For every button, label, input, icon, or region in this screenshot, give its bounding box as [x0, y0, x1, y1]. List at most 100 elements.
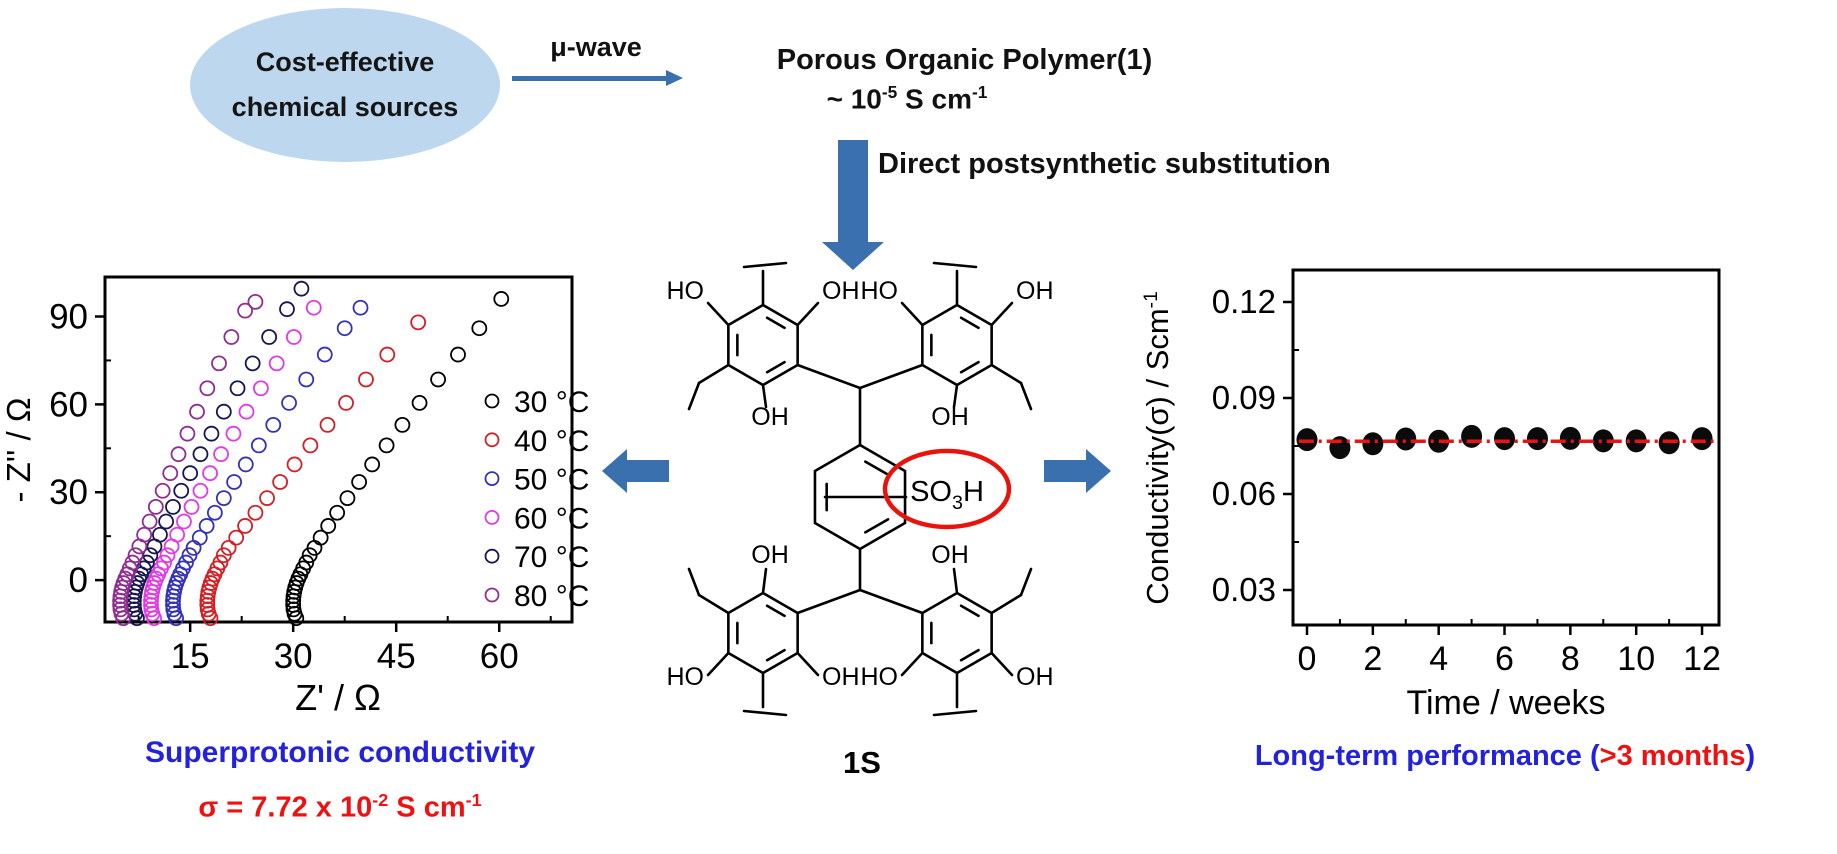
data-point	[165, 498, 181, 515]
data-point	[1428, 429, 1450, 453]
data-point	[450, 346, 466, 363]
microwave-label: μ-wave	[550, 32, 642, 62]
data-point	[127, 547, 144, 564]
data-point	[1395, 427, 1417, 451]
data-point	[159, 547, 176, 564]
data-point	[1494, 427, 1516, 451]
data-point	[158, 513, 175, 530]
data-point	[189, 403, 205, 420]
legend-label: 80 °C	[514, 580, 589, 613]
data-point	[212, 554, 229, 571]
data-point	[1362, 432, 1384, 456]
data-point	[286, 456, 303, 473]
plot-frame	[1291, 268, 1721, 627]
data-point	[183, 498, 200, 515]
polymer-conductivity: ~ 10-5 S cm-1	[826, 82, 988, 115]
data-point	[471, 320, 488, 337]
sulfonic-acid-label: SO3H	[910, 476, 984, 514]
hydroxyl-label: HO	[667, 277, 705, 305]
x-axis-label: Z' / Ω	[295, 677, 381, 718]
hydroxyl-label: OH	[751, 403, 789, 431]
data-point	[281, 395, 297, 411]
data-point	[182, 465, 199, 482]
y-tick-label: 0.03	[1212, 571, 1276, 608]
data-point	[176, 513, 192, 530]
data-point	[1461, 424, 1483, 448]
data-point	[329, 504, 346, 521]
data-point	[223, 329, 240, 345]
y-tick-label: 30	[49, 473, 88, 512]
down-arrow	[838, 140, 868, 242]
x-tick-label: 12	[1683, 640, 1721, 678]
y-tick-label: 90	[49, 298, 88, 337]
data-point	[147, 498, 164, 515]
x-tick-label: 2	[1363, 640, 1382, 678]
longterm-caption-close: )	[1745, 740, 1756, 772]
y-tick-label: 0.09	[1212, 379, 1276, 416]
x-tick-label: 30	[274, 637, 313, 676]
data-point	[173, 482, 190, 499]
y-tick-label: 0	[69, 561, 88, 600]
data-point	[364, 456, 381, 473]
left-arrow	[627, 460, 669, 482]
plot-frame	[103, 275, 574, 624]
data-point	[394, 416, 411, 433]
data-point	[336, 320, 353, 337]
data-point	[192, 446, 209, 463]
x-tick-label: 10	[1617, 640, 1655, 678]
data-point	[247, 504, 264, 521]
legend-marker-icon	[484, 393, 500, 409]
data-point	[154, 482, 171, 499]
x-tick-label: 45	[377, 637, 416, 676]
hydroxyl-label: OH	[822, 277, 860, 305]
data-point	[493, 291, 510, 307]
polymer-title: Porous Organic Polymer(1)	[776, 44, 1153, 76]
legend-label: 40 °C	[514, 425, 589, 458]
longterm-caption: Long-term performance (>3 months)	[1180, 740, 1830, 773]
data-point	[305, 299, 322, 316]
data-point	[302, 437, 319, 454]
data-point	[228, 529, 245, 546]
legend-marker-icon	[484, 432, 500, 448]
data-point	[272, 474, 289, 490]
data-point	[1526, 427, 1548, 451]
data-point	[213, 446, 229, 463]
data-point	[1592, 429, 1614, 453]
hydroxyl-label: HO	[861, 663, 899, 691]
data-point	[312, 529, 329, 546]
y-axis-label: - Z'' / Ω	[0, 397, 37, 502]
so3h-highlight-ellipse	[882, 448, 1012, 530]
data-point	[410, 314, 427, 331]
left-arrowhead-icon	[602, 449, 627, 493]
data-point	[265, 416, 282, 433]
data-point	[250, 437, 267, 454]
data-point	[253, 380, 269, 397]
legend-marker-icon	[484, 548, 500, 564]
data-point	[226, 474, 243, 490]
data-point	[156, 554, 172, 571]
x-axis-label: Time / weeks	[1406, 684, 1605, 722]
data-point	[244, 355, 261, 372]
source-label-line1: Cost-effective	[255, 47, 435, 77]
legend-marker-icon	[484, 471, 500, 487]
hydroxyl-label: OH	[931, 541, 969, 569]
data-point	[141, 513, 158, 530]
data-point	[225, 425, 242, 442]
x-tick-label: 15	[171, 637, 210, 676]
data-point	[316, 346, 333, 363]
down-arrowhead-icon	[822, 242, 884, 270]
longterm-caption-open: Long-term performance (	[1254, 740, 1600, 772]
x-tick-label: 6	[1495, 640, 1514, 678]
source-label-line2: chemical sources	[231, 92, 459, 122]
legend-label: 60 °C	[514, 502, 589, 535]
data-point	[338, 395, 354, 411]
data-point	[206, 504, 223, 521]
data-point	[198, 518, 215, 534]
longterm-caption-months: >3 months	[1599, 740, 1746, 772]
data-point	[215, 403, 232, 420]
data-point	[136, 526, 153, 543]
